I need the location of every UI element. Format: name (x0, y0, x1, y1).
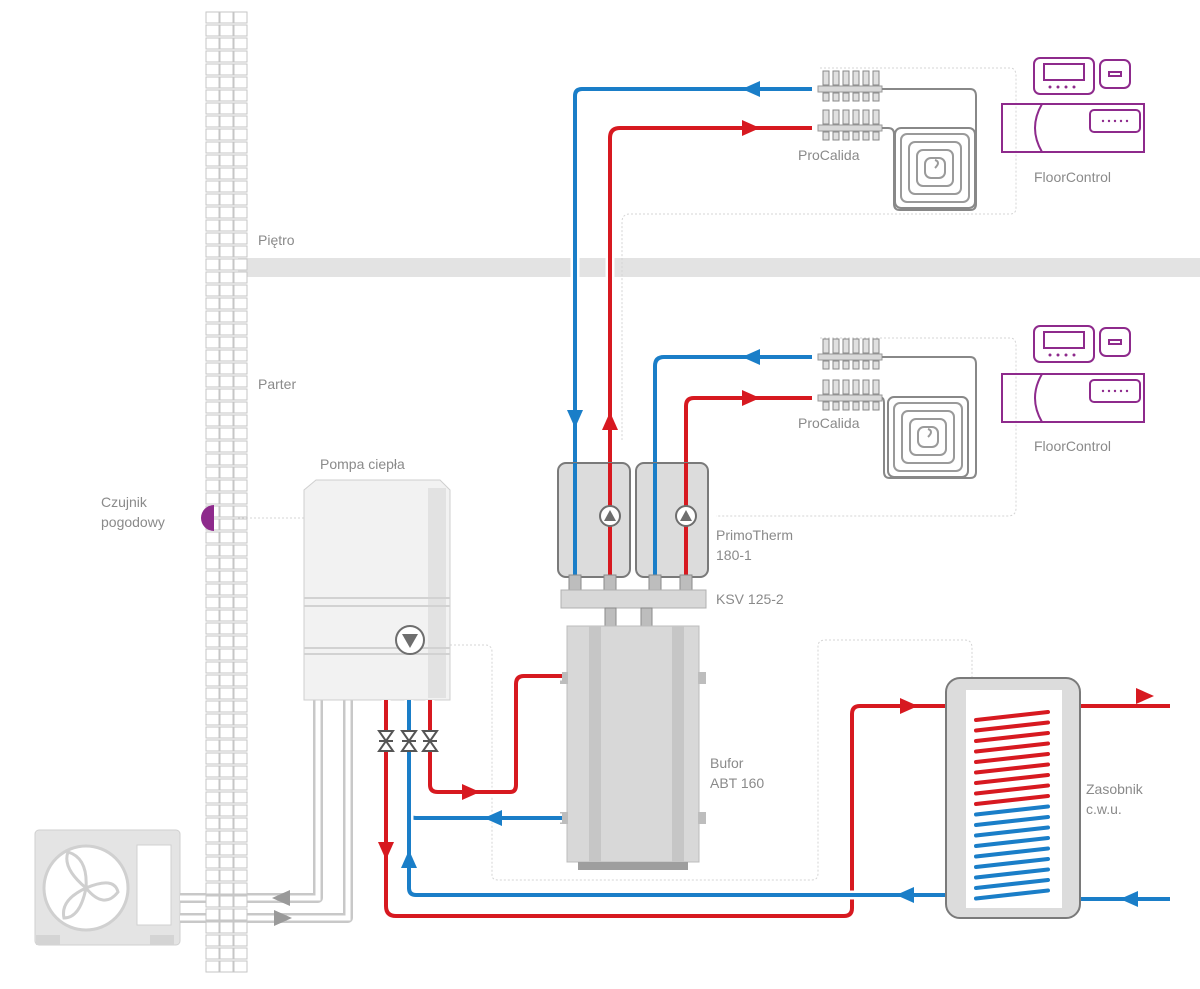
heating-coil (972, 708, 1052, 902)
floor-control-lower (1001, 325, 1145, 423)
dhw-tank (945, 677, 1081, 919)
dhw-tank-label-2: c.w.u. (1086, 801, 1122, 817)
ground-floor-pipes (650, 349, 812, 572)
manifold-lower-label: ProCalida (798, 415, 860, 431)
control-wiring (238, 67, 1017, 881)
manifold-lower (817, 338, 977, 479)
floor-coil-upper (894, 127, 976, 209)
valves (377, 730, 439, 752)
heat-pump-label: Pompa ciepła (320, 456, 405, 472)
floor-label-ground: Parter (258, 376, 296, 392)
weather-sensor (201, 505, 214, 531)
floor-control-upper-label: FloorControl (1034, 169, 1111, 185)
pump-group-label-2: 180-1 (716, 547, 752, 563)
floor-slab (238, 258, 1200, 277)
floor-label-upper: Piętro (258, 232, 295, 248)
weather-sensor-label-1: Czujnik (101, 494, 148, 510)
buffer-label-1: Bufor (710, 755, 744, 771)
floor-control-lower-label: FloorControl (1034, 438, 1111, 454)
buffer-label-2: ABT 160 (710, 775, 764, 791)
manifold-upper (817, 70, 977, 211)
pump-group-label-1: PrimoTherm (716, 527, 793, 543)
manifold-upper-label: ProCalida (798, 147, 860, 163)
upper-floor-pipes (567, 81, 812, 570)
distributor-ksv (560, 589, 707, 627)
floor-coil-lower (887, 396, 969, 478)
pump-group (557, 462, 709, 591)
buffer-tank (560, 625, 706, 870)
weather-sensor-label-2: pogodowy (101, 514, 165, 530)
refrigerant-lines (180, 700, 353, 926)
outdoor-unit (34, 829, 181, 946)
floor-control-upper (1001, 57, 1145, 153)
dhw-tank-label-1: Zasobnik (1086, 781, 1144, 797)
distributor-label: KSV 125-2 (716, 591, 784, 607)
heat-pump-pipes (378, 671, 1170, 921)
brick-wall-front (205, 11, 248, 973)
heat-pump-unit (303, 479, 451, 701)
